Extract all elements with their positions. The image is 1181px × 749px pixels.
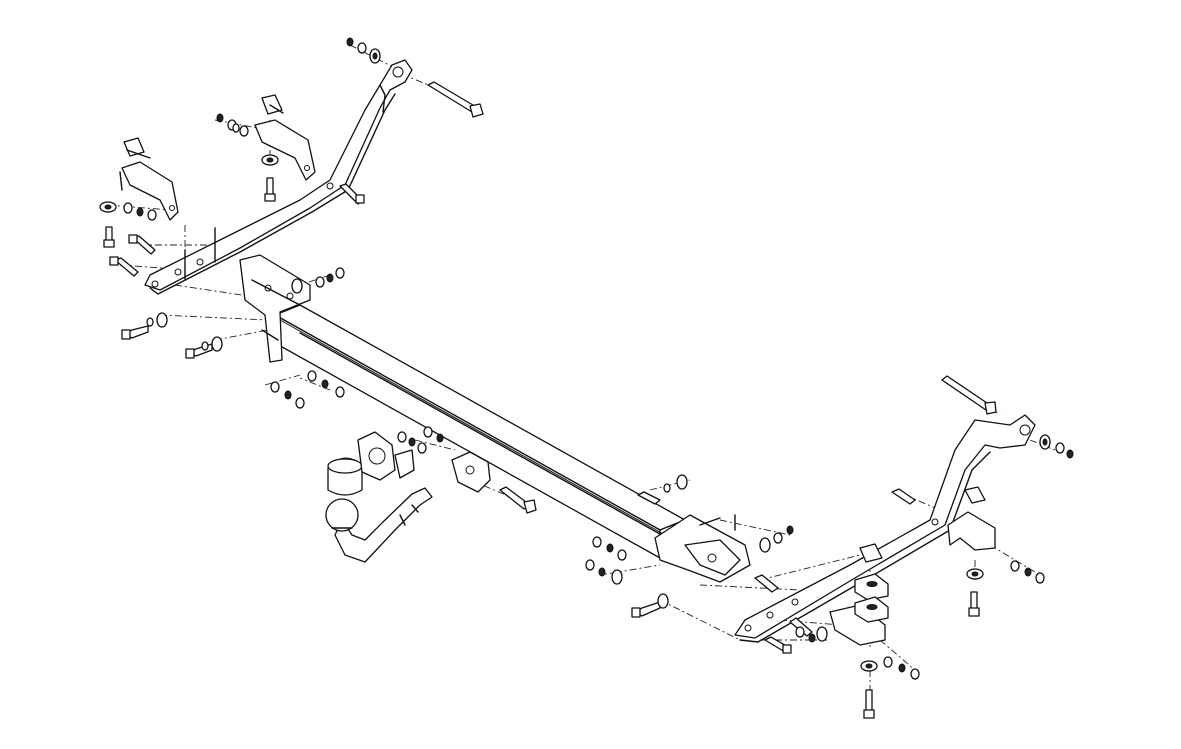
- mounting-bracket: [254, 94, 316, 181]
- bolt: [764, 636, 792, 654]
- left-side-bracket-arm: [144, 59, 413, 295]
- spacer-block: [854, 596, 889, 623]
- socket-plate: [357, 431, 415, 481]
- washer: [211, 336, 223, 352]
- washer: [657, 593, 669, 609]
- washer: [291, 278, 303, 294]
- washer: [261, 154, 279, 166]
- washer: [816, 626, 828, 642]
- washer: [860, 660, 878, 672]
- bolt: [631, 601, 661, 618]
- washer: [1039, 434, 1051, 450]
- bolt: [863, 689, 875, 719]
- bolt: [754, 574, 779, 593]
- mounting-bracket: [947, 486, 996, 551]
- bolt: [339, 183, 365, 205]
- bolt: [121, 325, 149, 340]
- bolt: [637, 491, 661, 505]
- bolt: [968, 591, 980, 617]
- washer: [99, 201, 117, 213]
- tow-ball: [325, 498, 359, 532]
- washer: [156, 312, 168, 328]
- bolt: [103, 226, 115, 248]
- ball-cap: [327, 457, 363, 496]
- bolt: [891, 488, 916, 505]
- mounting-bracket: [654, 514, 751, 583]
- bolt: [109, 256, 139, 277]
- bolt: [427, 81, 484, 118]
- nut: [123, 37, 1074, 680]
- washer: [369, 48, 381, 64]
- washer: [966, 568, 984, 580]
- bolt: [941, 375, 997, 415]
- tow-ball-neck: [334, 487, 433, 563]
- spacer-block: [854, 573, 889, 601]
- washer: [676, 474, 688, 490]
- assembly-guide-lines: [107, 44, 1061, 690]
- right-side-bracket-arm: [734, 414, 1036, 643]
- bolt: [499, 486, 537, 514]
- mounting-bracket: [451, 451, 491, 493]
- fasteners: [99, 37, 1074, 719]
- washer: [611, 569, 623, 585]
- mounting-bracket: [119, 137, 179, 221]
- bolt: [264, 177, 276, 202]
- bolt: [128, 234, 156, 255]
- washer: [759, 537, 771, 553]
